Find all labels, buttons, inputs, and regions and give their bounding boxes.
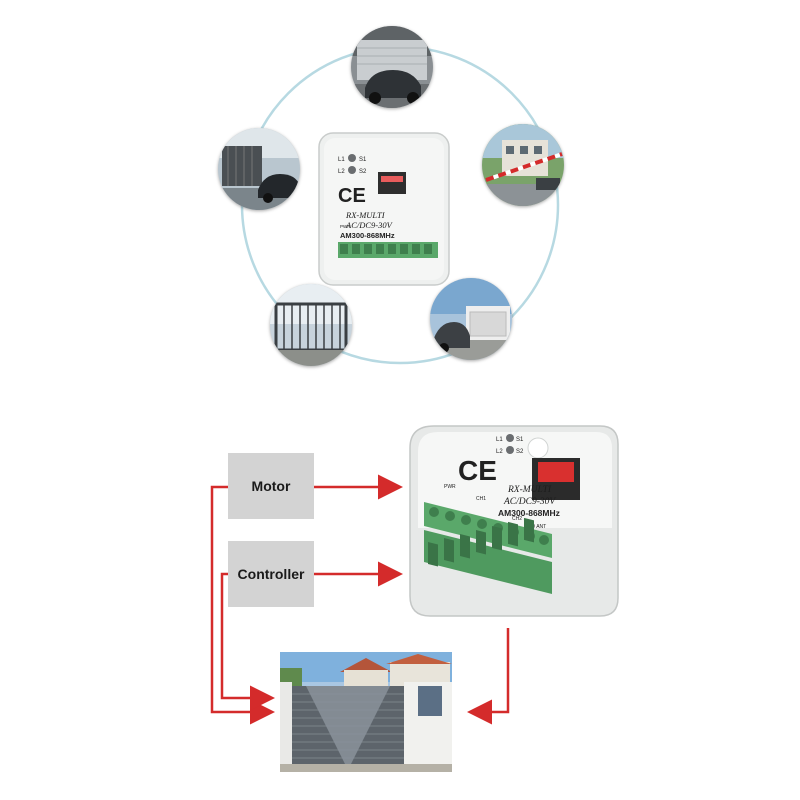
- controller-label: Controller: [237, 566, 305, 582]
- terminal-ch2-label: CH2: [512, 516, 522, 522]
- dip-switch-icon-large: [538, 462, 574, 482]
- model-label-large: RX-MULTI: [507, 485, 552, 495]
- terminal-ch1-label: CH1: [476, 496, 486, 502]
- garage-door-icon: [351, 26, 433, 108]
- scene-garage-door: [351, 26, 433, 108]
- terminal-power-label: PWR: [340, 224, 351, 229]
- swing-gate-icon: [430, 278, 512, 360]
- fence-gate-icon: [270, 284, 352, 366]
- led-l2-dot: [348, 166, 356, 174]
- gate-photo: [280, 652, 452, 772]
- receiver-module-small: L1 L2 S1 S2 CE RX-MULTI AC/DC9-30V AM300…: [318, 132, 450, 286]
- voltage-label: AC/DC9-30V: [345, 220, 394, 230]
- voltage-label-large: AC/DC9-30V: [503, 497, 556, 507]
- scene-swing-gate: [430, 278, 512, 360]
- controller-box: Controller: [228, 541, 314, 607]
- switch-s1-label-large: S1: [516, 437, 524, 443]
- frequency-label-large: AM300-868MHz: [498, 508, 560, 518]
- led-l2-label-large: L2: [496, 449, 503, 455]
- scene-fence-gate: [270, 284, 352, 366]
- ce-mark-large: CE: [458, 455, 497, 486]
- motor-label: Motor: [251, 478, 291, 494]
- gate-pillar-left: [280, 682, 292, 772]
- scene-sliding-gate: [218, 128, 300, 210]
- model-label: RX-MULTI: [345, 210, 386, 220]
- arrow-receiver-to-gate: [467, 628, 510, 725]
- dip-switch-housing: [378, 172, 406, 194]
- arrow-motor-to-gate: [210, 485, 275, 725]
- motor-box: Motor: [228, 453, 314, 519]
- antenna-hole-icon: [527, 437, 549, 459]
- ce-mark: CE: [338, 185, 366, 207]
- sliding-gate-icon: [218, 128, 300, 210]
- led-l2-label: L2: [338, 169, 345, 175]
- terminal-gnd-ant-label: GND ANT: [524, 524, 546, 530]
- led-l1-dot-large: [506, 434, 514, 442]
- switch-s2-label: S2: [359, 169, 367, 175]
- gate-panel-icon: [292, 686, 404, 772]
- arrow-controller-to-gate: [220, 572, 275, 711]
- wiring-arrows: [210, 474, 510, 725]
- terminal-power-label-large: PWR: [444, 484, 456, 490]
- terminal-block-large: [424, 502, 552, 594]
- receiver-module-large: L1 L2 S1 S2 CE RX-MULTI AC/DC9-30V AM300…: [409, 425, 619, 617]
- barrier-gate-icon: [482, 124, 564, 206]
- terminal-block-small: [338, 242, 438, 258]
- frequency-label: AM300-868MHz: [340, 231, 395, 240]
- switch-s1-label: S1: [359, 157, 367, 163]
- led-l1-label-large: L1: [496, 437, 503, 443]
- dip-switch-icon: [381, 176, 403, 182]
- led-l1-dot: [348, 154, 356, 162]
- led-l2-dot-large: [506, 446, 514, 454]
- switch-s2-label-large: S2: [516, 449, 524, 455]
- led-l1-label: L1: [338, 157, 345, 163]
- scene-barrier-gate: [482, 124, 564, 206]
